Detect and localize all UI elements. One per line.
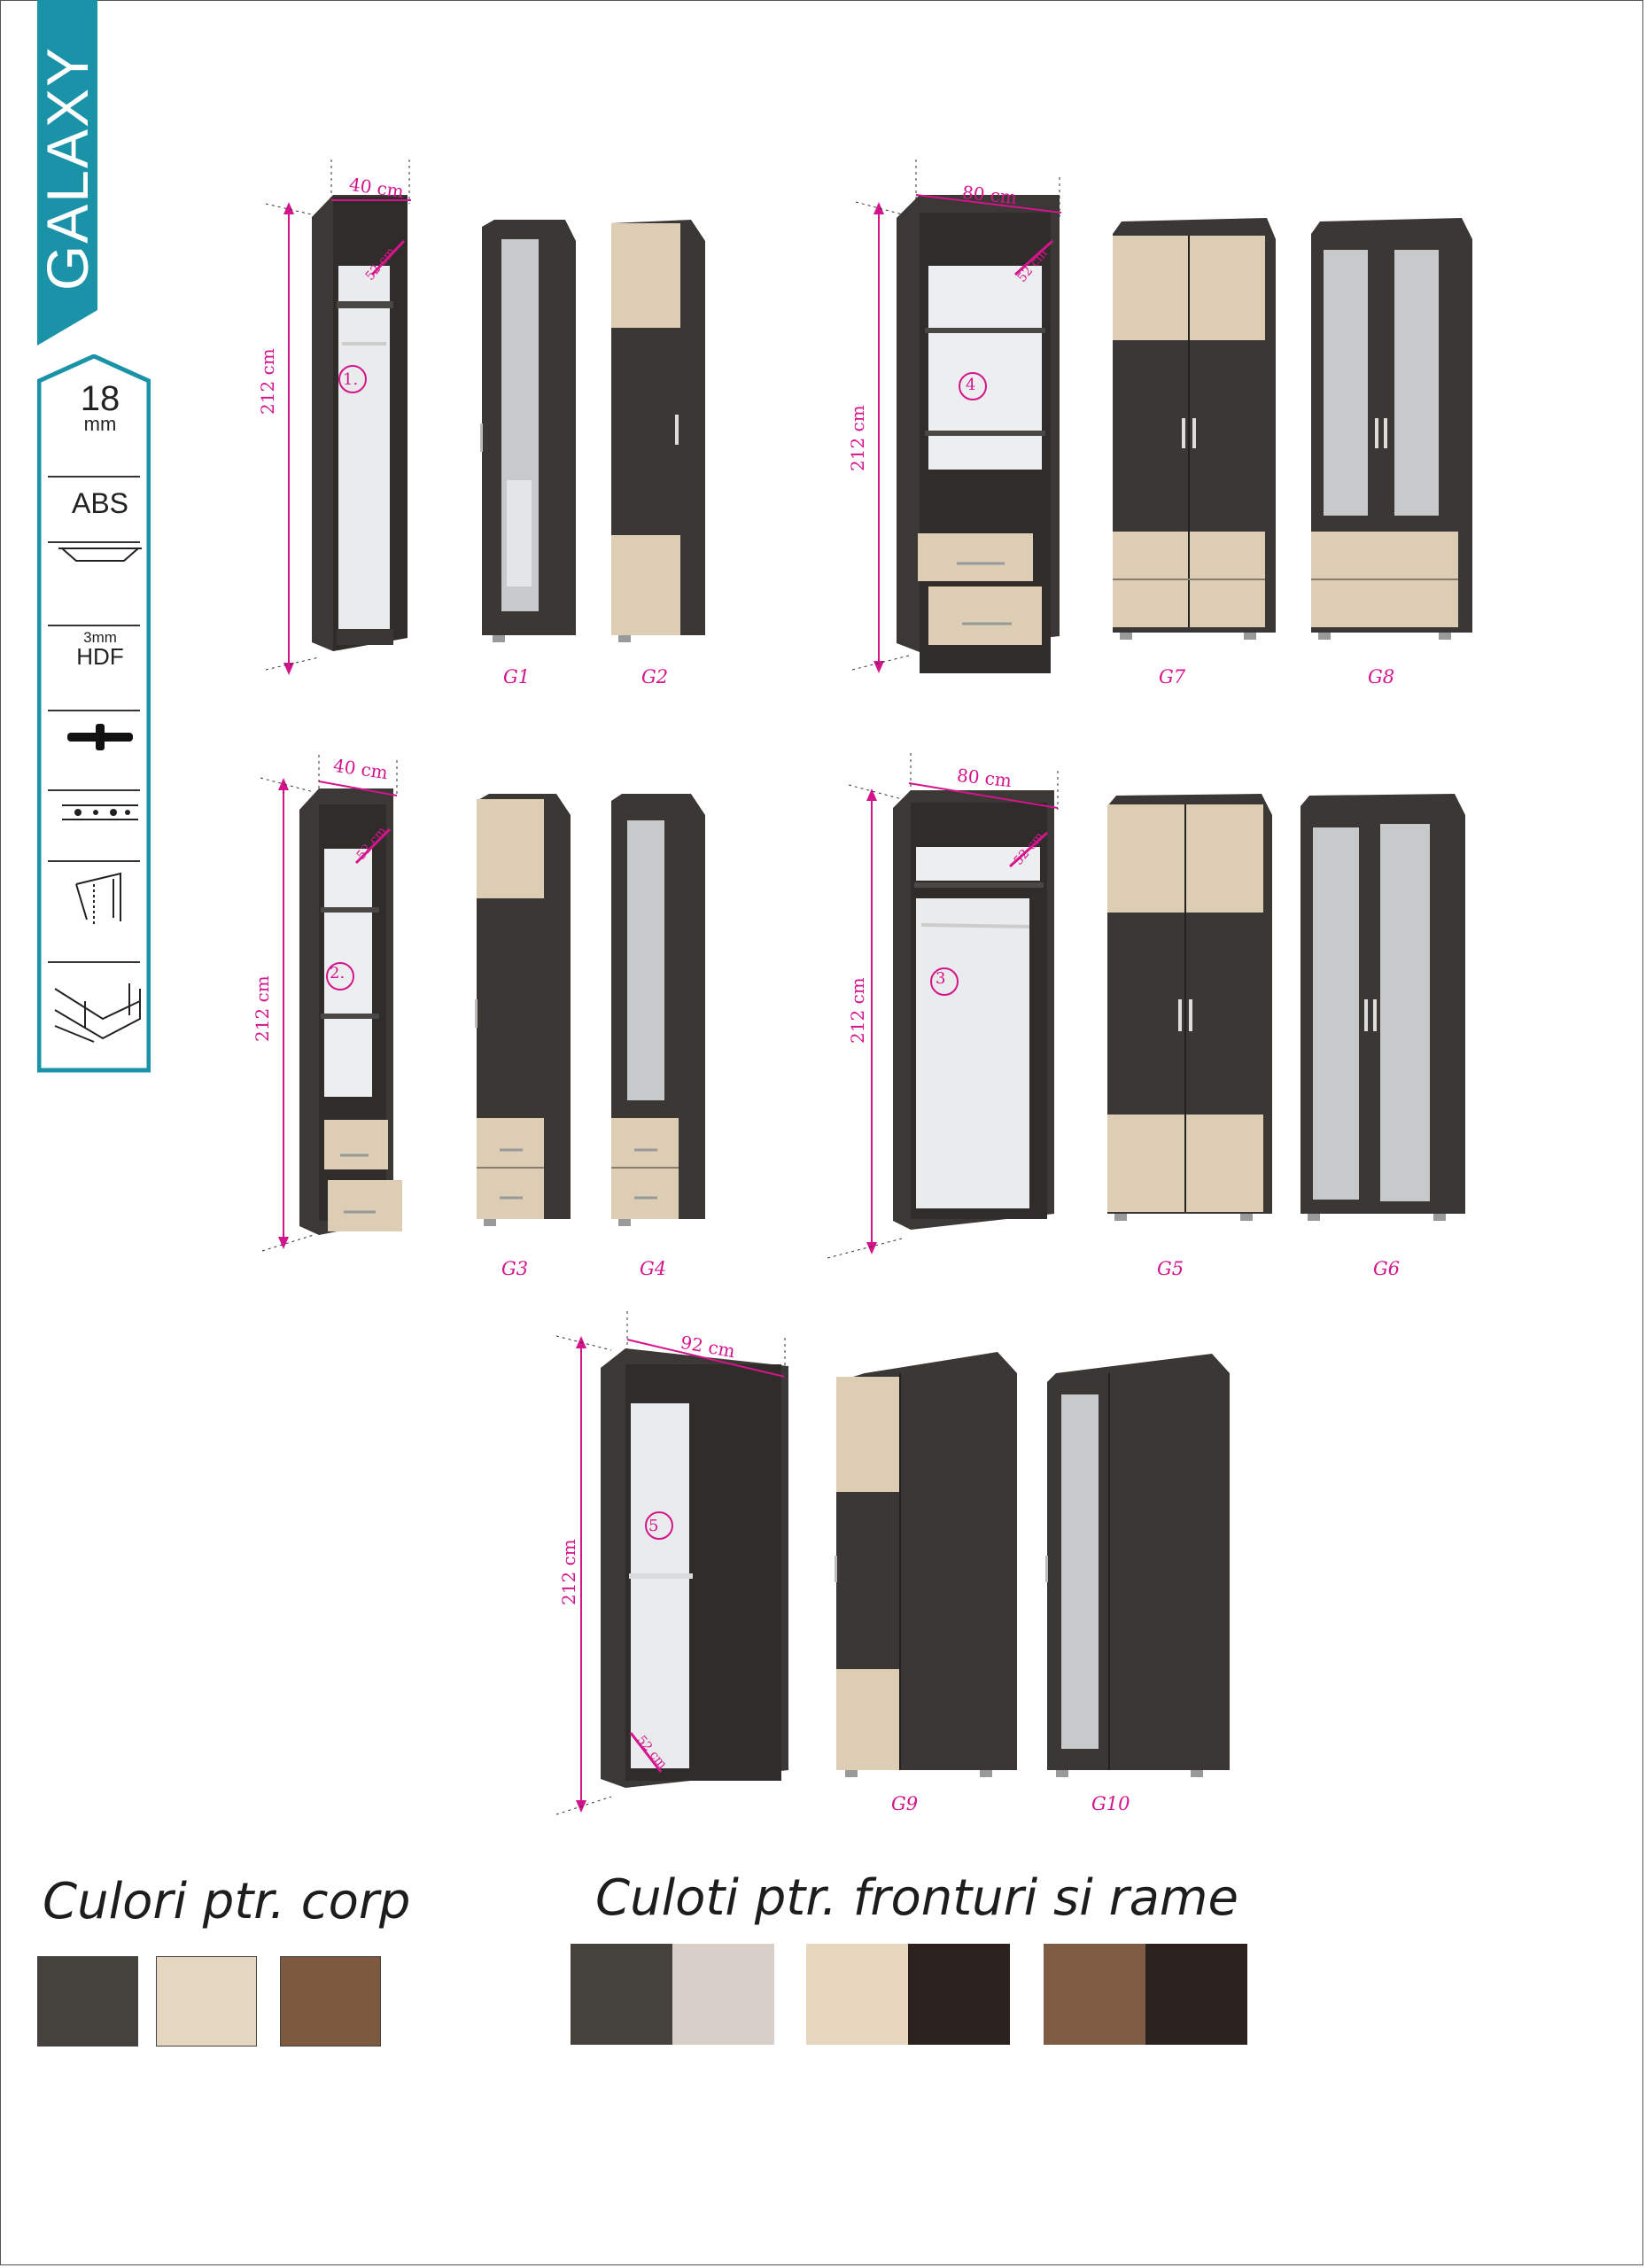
front-color-swatch	[1044, 1944, 1145, 2045]
front-color-swatch	[806, 1944, 908, 2045]
model-g10-drawing	[1045, 1354, 1230, 1777]
front-color-swatch	[571, 1944, 672, 2045]
model-label-g6: G6	[1373, 1258, 1401, 1279]
product-2-number: 2.	[330, 964, 346, 983]
product-1-height: 212 cm	[257, 348, 278, 415]
product-4-open-drawing	[851, 159, 1062, 673]
front-color-pair	[806, 1944, 1010, 2045]
front-color-swatch	[672, 1944, 774, 2045]
model-g8-drawing	[1311, 218, 1472, 640]
model-g6-drawing	[1300, 794, 1465, 1221]
product-3-open-drawing	[827, 753, 1059, 1259]
model-label-g9: G9	[891, 1793, 919, 1814]
model-label-g5: G5	[1157, 1258, 1184, 1279]
edge-label: ABS	[71, 487, 129, 519]
product-5-height: 212 cm	[558, 1539, 579, 1605]
product-1-number: 1.	[343, 370, 359, 389]
front-color-pair	[1044, 1944, 1247, 2045]
front-color-swatch	[1145, 1944, 1247, 2045]
product-2-height: 212 cm	[252, 975, 273, 1042]
product-4-height: 212 cm	[847, 405, 868, 471]
model-label-g7: G7	[1159, 666, 1186, 687]
model-g1-drawing	[480, 220, 576, 642]
product-5-number: 5	[648, 1517, 659, 1535]
model-g9-drawing	[835, 1352, 1017, 1777]
front-color-pair	[571, 1944, 774, 2045]
product-3-number: 3	[936, 969, 946, 988]
brand-tab	[37, 0, 97, 346]
product-4-number: 4	[966, 376, 976, 394]
cam-lock-icon	[67, 724, 133, 750]
edge-profile-icon	[58, 548, 142, 562]
model-g7-drawing	[1113, 218, 1276, 640]
body-color-swatch	[156, 1956, 257, 2047]
front-colors-title: Culoti ptr. fronturi si rame	[595, 1869, 1238, 1927]
front-color-swatch	[908, 1944, 1010, 2045]
drawer-slide-icon	[54, 983, 141, 1043]
body-color-swatch	[280, 1956, 381, 2047]
thickness-unit: mm	[83, 413, 117, 435]
product-3-height: 212 cm	[847, 977, 868, 1044]
model-g3-drawing	[475, 794, 571, 1226]
product-5-open-drawing	[555, 1311, 788, 1815]
back-thickness: 3mm	[83, 629, 117, 646]
model-label-g4: G4	[640, 1258, 667, 1279]
back-material: HDF	[76, 643, 124, 670]
model-label-g1: G1	[503, 666, 531, 687]
model-label-g2: G2	[641, 666, 669, 687]
model-g5-drawing	[1107, 794, 1272, 1221]
body-colors-title: Culori ptr. corp	[43, 1873, 411, 1930]
model-g2-drawing	[611, 220, 705, 642]
features-panel	[37, 354, 151, 1073]
brand-name: GALAXY	[35, 45, 101, 291]
product-2-open-drawing	[260, 755, 402, 1252]
product-1-open-drawing	[265, 159, 411, 675]
body-color-swatch	[37, 1956, 138, 2047]
model-g4-drawing	[611, 794, 705, 1226]
thickness-value: 18	[80, 379, 120, 418]
model-label-g10: G10	[1091, 1793, 1130, 1814]
hinge-icon	[75, 872, 121, 925]
model-label-g3: G3	[501, 1258, 529, 1279]
model-label-g8: G8	[1368, 666, 1395, 687]
connector-icon	[62, 804, 138, 820]
